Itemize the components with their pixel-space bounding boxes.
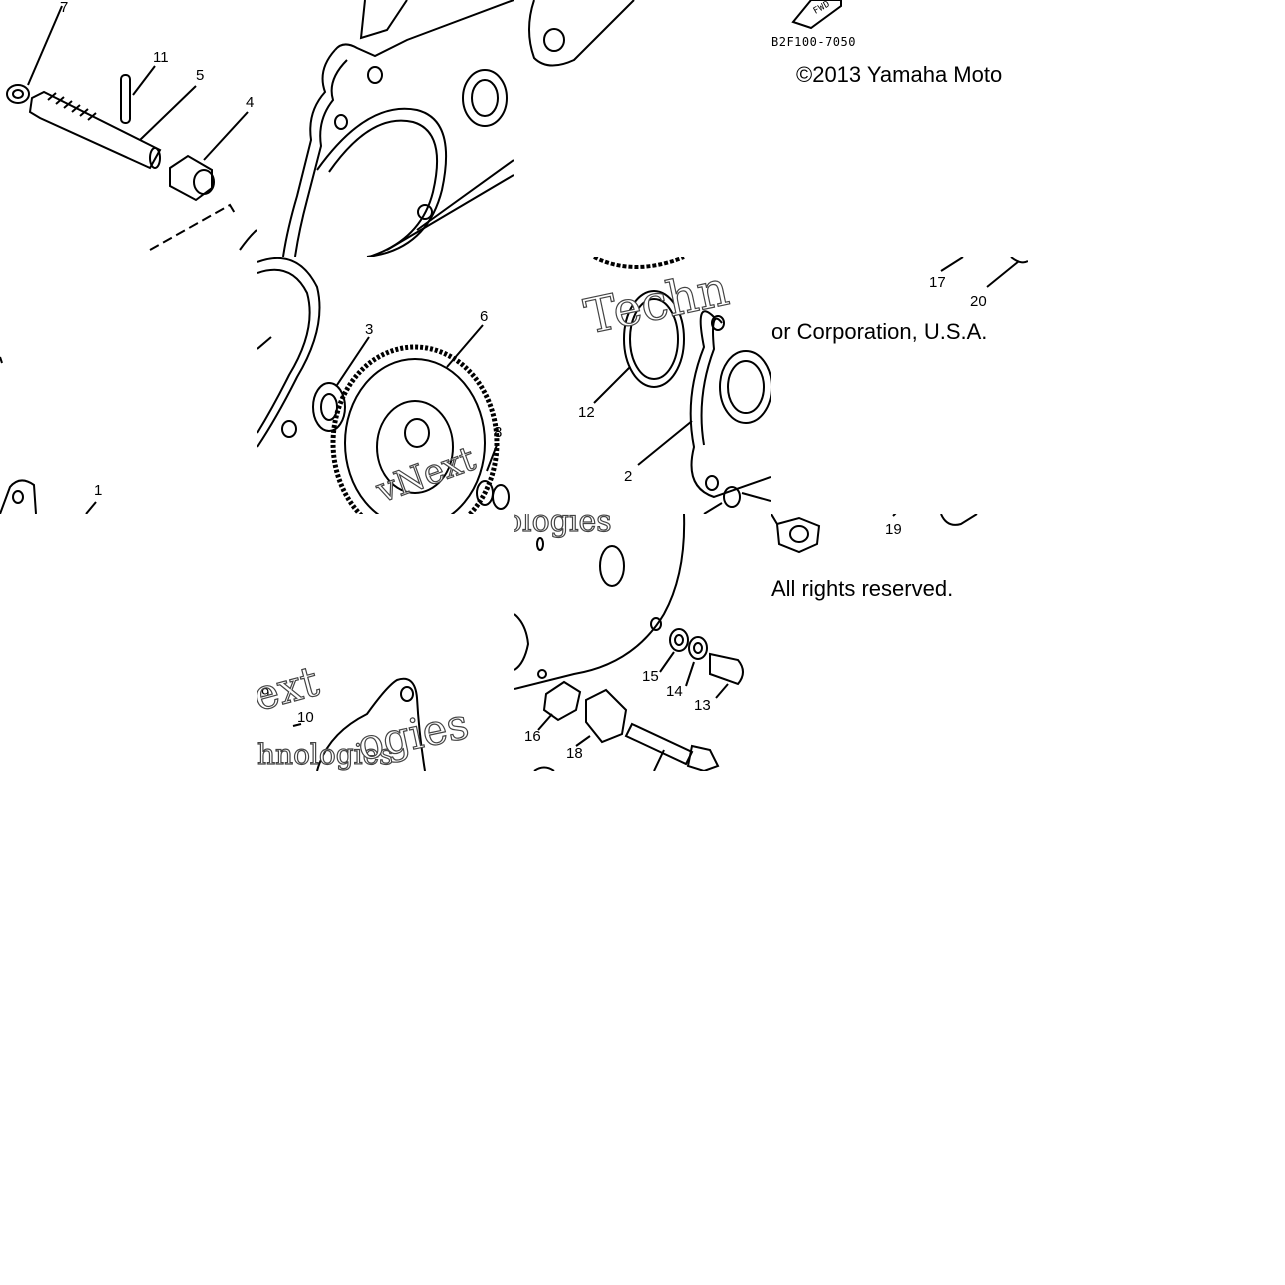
copyright-line-1: ©2013 Yamaha Moto [796, 62, 1003, 87]
diagram-tile-shaft: 7 11 5 4 [0, 0, 257, 257]
callout-3: 3 [365, 321, 374, 338]
bracket-drawing [528, 0, 635, 67]
bolts-drawing [514, 514, 744, 771]
diagram-tile-case-cover [257, 0, 514, 257]
shaft-drawing [6, 5, 257, 251]
diagram-tile-bracket [514, 0, 771, 257]
diagram-tile-header: FWD B2F100-7050 ©2013 Yamaha Moto [771, 0, 1028, 257]
callout-8: 8 [494, 424, 503, 441]
callout-4: 4 [246, 94, 255, 111]
watermark-ologies: ologies [514, 514, 612, 540]
lower-left-drawing [0, 356, 97, 514]
diagram-tile-bolts: 15 14 13 16 18 ologies [514, 514, 771, 771]
watermark-hnologies: hnologies [257, 737, 394, 771]
copyright-line-2: or Corporation, U.S.A. [771, 319, 988, 344]
callout-11: 11 [153, 49, 169, 66]
callout-2: 2 [624, 468, 633, 485]
callout-20: 20 [970, 293, 987, 310]
diagram-tile-right: 17 20 or Corporation, U.S.A. [771, 257, 1028, 514]
callout-6: 6 [480, 308, 489, 325]
right-lower-drawing [771, 514, 978, 554]
part-10-drawing [292, 677, 426, 771]
callout-1: 1 [94, 482, 103, 499]
callout-17: 17 [929, 274, 946, 291]
callout-12: 12 [578, 404, 595, 421]
case-cover-drawing [282, 0, 514, 257]
callout-19: 19 [885, 521, 902, 538]
gasket-drawing [593, 257, 771, 514]
diagram-tile-gear: 3 6 8 vNext [257, 257, 514, 514]
callout-18: 18 [566, 745, 583, 762]
part-code: B2F100-7050 [771, 35, 856, 49]
diagram-tile-part-10: 9 10 ext hnologies ogies [257, 514, 514, 771]
callout-15: 15 [642, 668, 659, 685]
callout-16: 16 [524, 728, 541, 745]
callout-5: 5 [196, 67, 205, 84]
copyright-line-3: All rights reserved. [771, 576, 954, 601]
diagram-tile-gasket: 12 2 Techn [514, 257, 771, 514]
callout-13: 13 [694, 697, 711, 714]
gear-drawing [257, 257, 510, 514]
diagram-tile-blank-1 [1028, 0, 1285, 257]
callout-7: 7 [60, 0, 69, 16]
diagram-tile-right-lower: 19 All rights reserved. [771, 514, 1028, 771]
callout-14: 14 [666, 683, 683, 700]
diagram-tile-lower-left: 1 [0, 257, 257, 514]
callout-10: 10 [297, 709, 314, 726]
callout-9: 9 [261, 685, 270, 702]
fwd-arrow-icon [791, 0, 842, 30]
right-drawing [940, 257, 1028, 288]
